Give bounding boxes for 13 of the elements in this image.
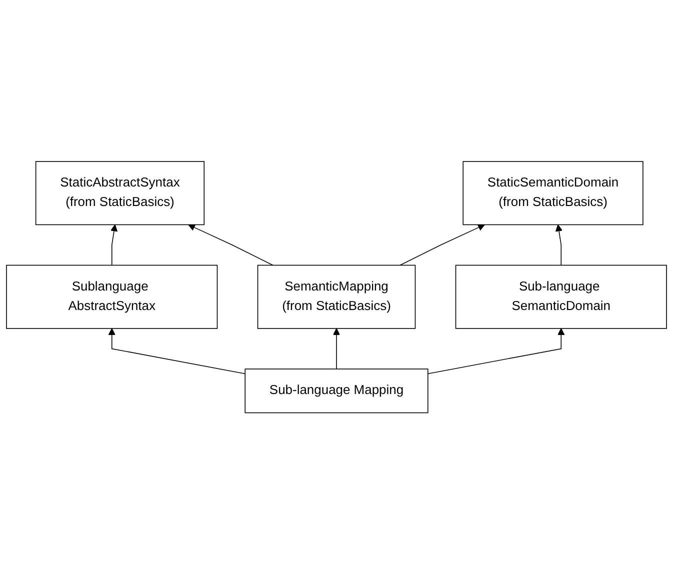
node-box: SemanticMapping (from StaticBasics)	[257, 265, 416, 330]
arrow	[555, 224, 562, 266]
arrow	[332, 328, 340, 370]
arrow	[110, 224, 118, 266]
node-box: StaticSemanticDomain (from StaticBasics)	[462, 161, 644, 226]
node-box: Sublanguage AbstractSyntax	[6, 265, 218, 330]
node-box: StaticAbstractSyntax (from StaticBasics)	[35, 161, 205, 226]
arrow	[427, 328, 565, 375]
arrow	[188, 224, 274, 266]
node-box: Sub-language Mapping	[244, 368, 428, 414]
arrow	[400, 224, 485, 266]
arrow	[108, 328, 246, 375]
node-box: Sub-language SemanticDomain	[455, 265, 667, 330]
